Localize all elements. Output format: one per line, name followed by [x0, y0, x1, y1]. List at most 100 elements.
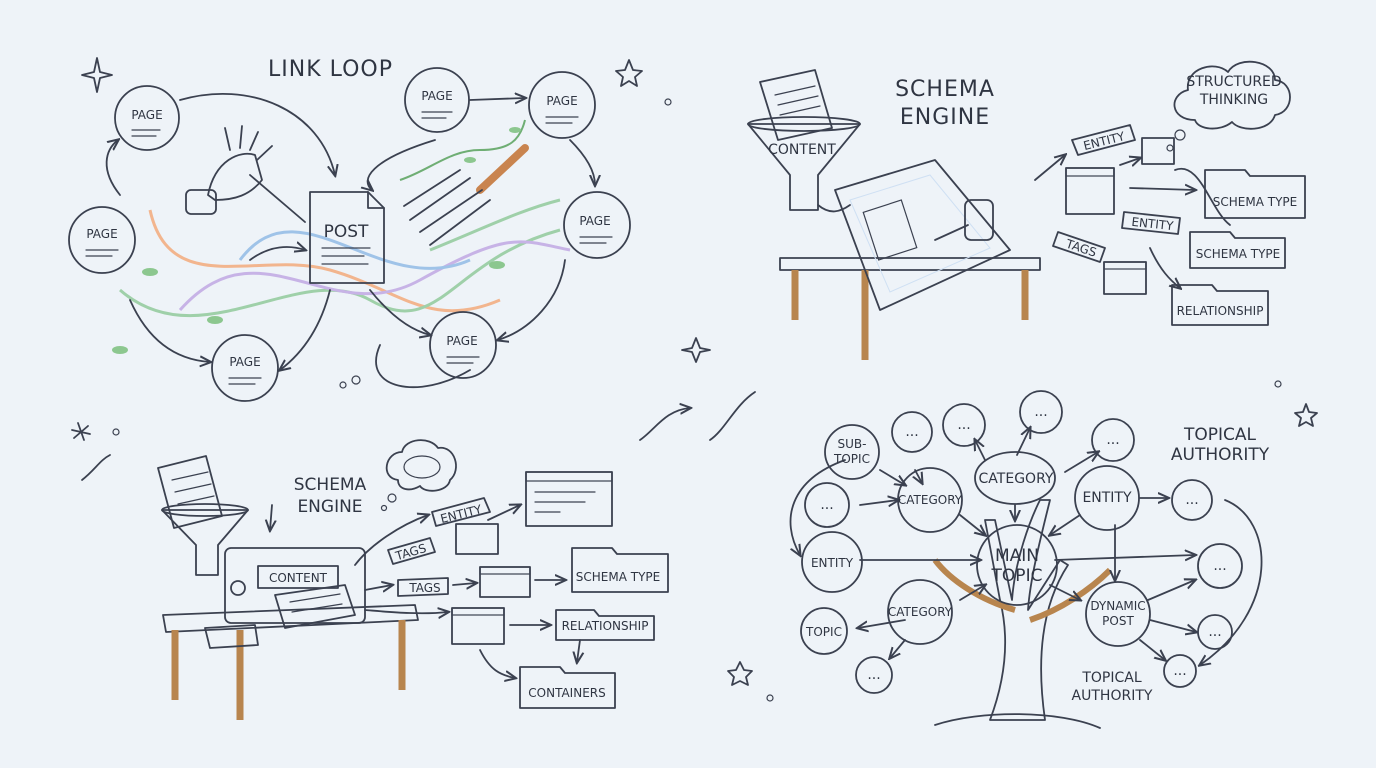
category-node: CATEGORY: [897, 467, 963, 533]
ellipsis-label: ...: [905, 424, 918, 440]
content-funnel: CONTENT: [747, 116, 861, 213]
blueprint-sheet: [834, 159, 1011, 311]
relationship-label: RELATIONSHIP: [562, 619, 649, 633]
tags-tag: TAGS: [397, 577, 449, 597]
category-node: CATEGORY: [887, 579, 953, 645]
schema-type-label: SCHEMA TYPE: [1196, 247, 1280, 261]
subtopic-node: SUB- TOPIC: [824, 424, 880, 480]
dynamic-post-node: DYNAMIC POST: [1085, 581, 1151, 647]
entity-node: ENTITY: [801, 531, 863, 593]
schema-type-folder: SCHEMA TYPE: [1204, 169, 1306, 219]
entity-tag: ENTITY: [431, 497, 491, 527]
category-label: CATEGORY: [979, 471, 1054, 487]
page-label: PAGE: [229, 355, 260, 369]
containers-folder: CONTAINERS: [519, 666, 616, 709]
brain-thought-icon: [380, 439, 457, 512]
garden-fork-icon: [399, 119, 529, 246]
topic-node: TOPIC: [800, 607, 848, 655]
page-label: PAGE: [131, 108, 162, 122]
trunk-label-line1: TOPICAL: [1081, 670, 1141, 686]
page-node: PAGE: [211, 334, 279, 402]
ellipsis-node: ...: [855, 656, 893, 694]
page-node: PAGE: [404, 67, 470, 133]
relationship-folder: RELATIONSHIP: [1171, 284, 1269, 326]
topical-title-line2: AUTHORITY: [1171, 445, 1270, 465]
topical-title-line1: TOPICAL: [1183, 425, 1257, 445]
entity-tag-label: ENTITY: [439, 502, 484, 526]
trunk-label-line2: AUTHORITY: [1072, 688, 1153, 704]
dynamic-post-line2: POST: [1102, 614, 1134, 628]
tags-tag: TAGS: [387, 537, 436, 565]
main-topic-line1: MAIN: [995, 546, 1039, 566]
entity-node: ENTITY: [1074, 465, 1140, 531]
subtopic-line2: TOPIC: [833, 452, 870, 466]
ellipsis-label: ...: [1185, 492, 1198, 508]
ellipsis-node: ...: [891, 411, 933, 453]
tags-tag: TAGS: [1052, 231, 1106, 263]
category-node: CATEGORY: [974, 451, 1056, 505]
tags-tag-label: TAGS: [408, 581, 440, 595]
page-node: PAGE: [114, 85, 180, 151]
thought-line1: STRUCTURED: [1186, 74, 1281, 90]
schema-engine-top-panel: SCHEMA ENGINE STRUCTURED THINKING CONTEN…: [681, 60, 1306, 363]
ellipsis-label: ...: [1106, 432, 1119, 448]
ellipsis-node: ...: [1019, 390, 1063, 434]
schema-type-label: SCHEMA TYPE: [576, 570, 660, 584]
page-label: PAGE: [546, 94, 577, 108]
dynamic-post-line1: DYNAMIC: [1090, 599, 1145, 613]
link-loop-title: LINK LOOP: [268, 57, 393, 82]
containers-label: CONTAINERS: [528, 686, 605, 700]
relationship-folder: RELATIONSHIP: [555, 609, 655, 641]
ellipsis-label: ...: [1173, 663, 1186, 679]
entity-tag: ENTITY: [1071, 124, 1136, 156]
entity-node-label: ENTITY: [1082, 490, 1132, 506]
ellipsis-node: ...: [1171, 479, 1213, 521]
post-label: POST: [324, 222, 369, 242]
schema-top-title-line2: ENGINE: [900, 105, 990, 130]
schema-type-label: SCHEMA TYPE: [1213, 195, 1297, 209]
schema-type-folder: SCHEMA TYPE: [571, 547, 669, 593]
ellipsis-label: ...: [867, 667, 880, 683]
entity-tag-label: ENTITY: [1131, 215, 1175, 233]
ellipsis-node: ...: [1197, 543, 1243, 589]
ellipsis-label: ...: [1034, 404, 1047, 420]
main-topic-node: MAIN TOPIC: [976, 524, 1058, 606]
tags-tag-label: TAGS: [393, 541, 428, 563]
thought-line2: THINKING: [1199, 92, 1268, 108]
category-label: CATEGORY: [888, 605, 953, 619]
entity-node-label: ENTITY: [811, 556, 854, 570]
subtopic-line1: SUB-: [838, 437, 867, 451]
link-loop-panel: LINK LOOP PAGE PAGE PAGE: [68, 57, 672, 402]
ellipsis-label: ...: [1213, 558, 1226, 574]
machine-content-label: CONTENT: [269, 571, 328, 585]
page-node: PAGE: [563, 191, 631, 259]
ellipsis-label: ...: [820, 497, 833, 513]
ellipsis-node: ...: [1163, 654, 1197, 688]
ellipsis-node: ...: [1091, 418, 1135, 462]
page-node: PAGE: [68, 206, 136, 274]
page-node: PAGE: [528, 71, 596, 139]
entity-tag: ENTITY: [1121, 211, 1181, 235]
page-label: PAGE: [421, 89, 452, 103]
ellipsis-node: ...: [1197, 614, 1233, 650]
page-label: PAGE: [446, 334, 477, 348]
post-document: POST: [309, 191, 385, 284]
relationship-label: RELATIONSHIP: [1177, 304, 1264, 318]
printer-machine: CONTENT: [204, 547, 366, 649]
content-label: CONTENT: [768, 142, 836, 158]
page-node: PAGE: [429, 311, 497, 379]
topic-label: TOPIC: [805, 625, 842, 639]
ellipsis-label: ...: [1208, 624, 1221, 640]
schema-bottom-title-line1: SCHEMA: [294, 475, 367, 495]
main-topic-line2: TOPIC: [991, 566, 1043, 586]
thought-cloud: STRUCTURED THINKING: [1166, 60, 1291, 152]
page-label: PAGE: [86, 227, 117, 241]
schema-top-title-line1: SCHEMA: [895, 77, 995, 102]
schema-engine-bottom-panel: SCHEMA ENGINE CONTENT: [71, 422, 669, 720]
robot-hand-icon: [185, 125, 306, 223]
entity-tag-label: ENTITY: [1082, 129, 1127, 153]
ellipsis-label: ...: [957, 417, 970, 433]
topical-authority-panel: TOPICAL AUTHORITY: [639, 380, 1318, 729]
category-label: CATEGORY: [898, 493, 963, 507]
